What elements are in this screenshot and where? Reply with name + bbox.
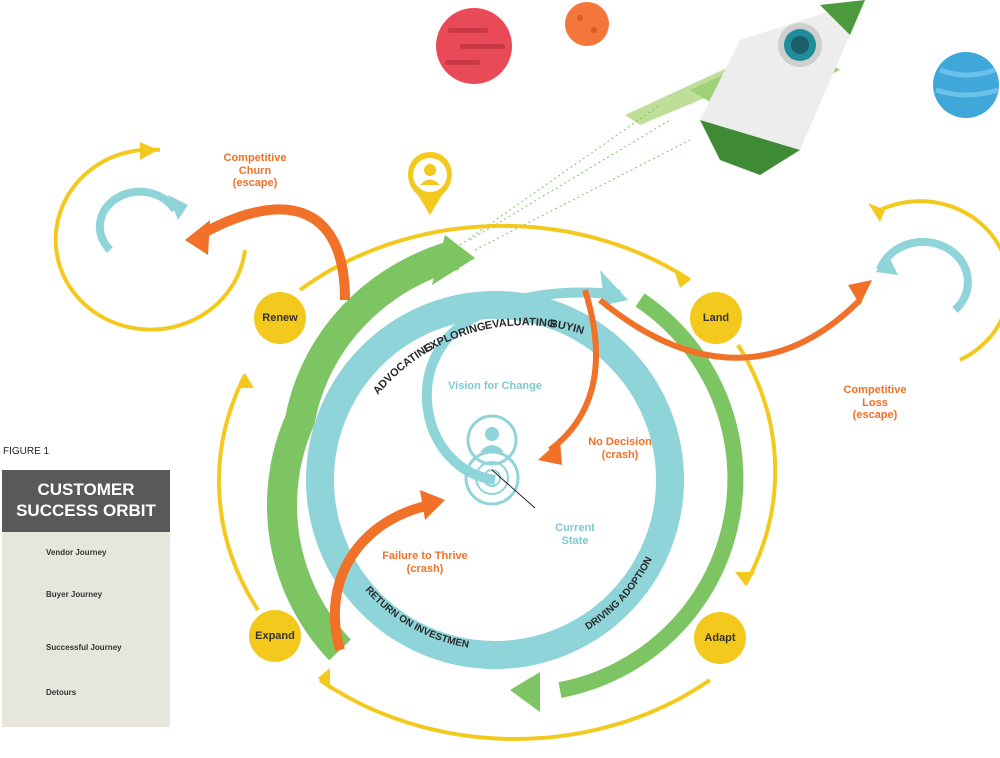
churn-line1: Competitive	[223, 152, 287, 164]
no-decision-line2: (crash)	[601, 448, 639, 461]
land-node	[690, 292, 742, 344]
competitive-loss-label: Competitive Loss (escape)	[830, 384, 920, 422]
legend-success-label: Successful Journey	[46, 643, 122, 652]
legend-title-line2: SUCCESS ORBIT	[16, 501, 156, 520]
detour-arrows	[197, 204, 863, 652]
churn-line2: Churn	[238, 164, 272, 177]
legend-title-line1: CUSTOMER	[37, 480, 135, 499]
figure-label: FIGURE 1	[3, 446, 50, 457]
ring-stage-evaluating: EVALUATING	[484, 316, 557, 332]
current-state-target-icon	[464, 414, 536, 509]
svg-text:EVALUATING: EVALUATING	[484, 316, 557, 332]
vendor-pin-icon	[408, 152, 452, 215]
rocket-icon	[625, 0, 865, 175]
land-label: Land	[702, 312, 730, 324]
failure-line2: (crash)	[406, 562, 444, 575]
renew-node	[254, 292, 306, 344]
legend-title: CUSTOMER SUCCESS ORBIT	[2, 470, 170, 532]
rocket-trail	[459, 104, 691, 251]
failure-to-thrive-label: Failure to Thrive (crash)	[370, 550, 480, 575]
churn-line3: (escape)	[232, 177, 278, 190]
expand-node	[249, 610, 301, 662]
no-decision-label: No Decision (crash)	[575, 436, 665, 461]
legend-buyer-label: Buyer Journey	[46, 590, 103, 599]
loss-line1: Competitive	[843, 384, 907, 396]
current-state-label: Current State	[545, 522, 605, 547]
current-state-line1: Current	[555, 522, 595, 534]
blue-planet-icon	[933, 52, 999, 118]
vendor-orbit	[216, 223, 778, 741]
vision-for-change-label: Vision for Change	[448, 380, 542, 392]
adapt-label: Adapt	[704, 632, 736, 644]
churn-orbit	[53, 142, 247, 332]
adapt-node	[694, 612, 746, 664]
renew-label: Renew	[262, 312, 298, 324]
orange-planet-icon	[565, 2, 609, 46]
red-planet-icon	[436, 8, 512, 84]
expand-label: Expand	[255, 630, 295, 642]
current-state-line2: State	[561, 534, 589, 547]
loss-line3: (escape)	[852, 409, 898, 422]
failure-line1: Failure to Thrive	[382, 550, 468, 562]
loss-orbit	[868, 199, 1000, 362]
buyer-ring	[306, 270, 684, 669]
competitive-churn-label: Competitive Churn (escape)	[210, 152, 300, 190]
legend-vendor-label: Vendor Journey	[46, 548, 107, 557]
loss-line2: Loss	[862, 396, 888, 409]
no-decision-line1: No Decision	[588, 436, 652, 448]
legend: CUSTOMER SUCCESS ORBIT Vendor Journey Bu…	[2, 470, 170, 727]
legend-detour-label: Detours	[46, 688, 77, 697]
